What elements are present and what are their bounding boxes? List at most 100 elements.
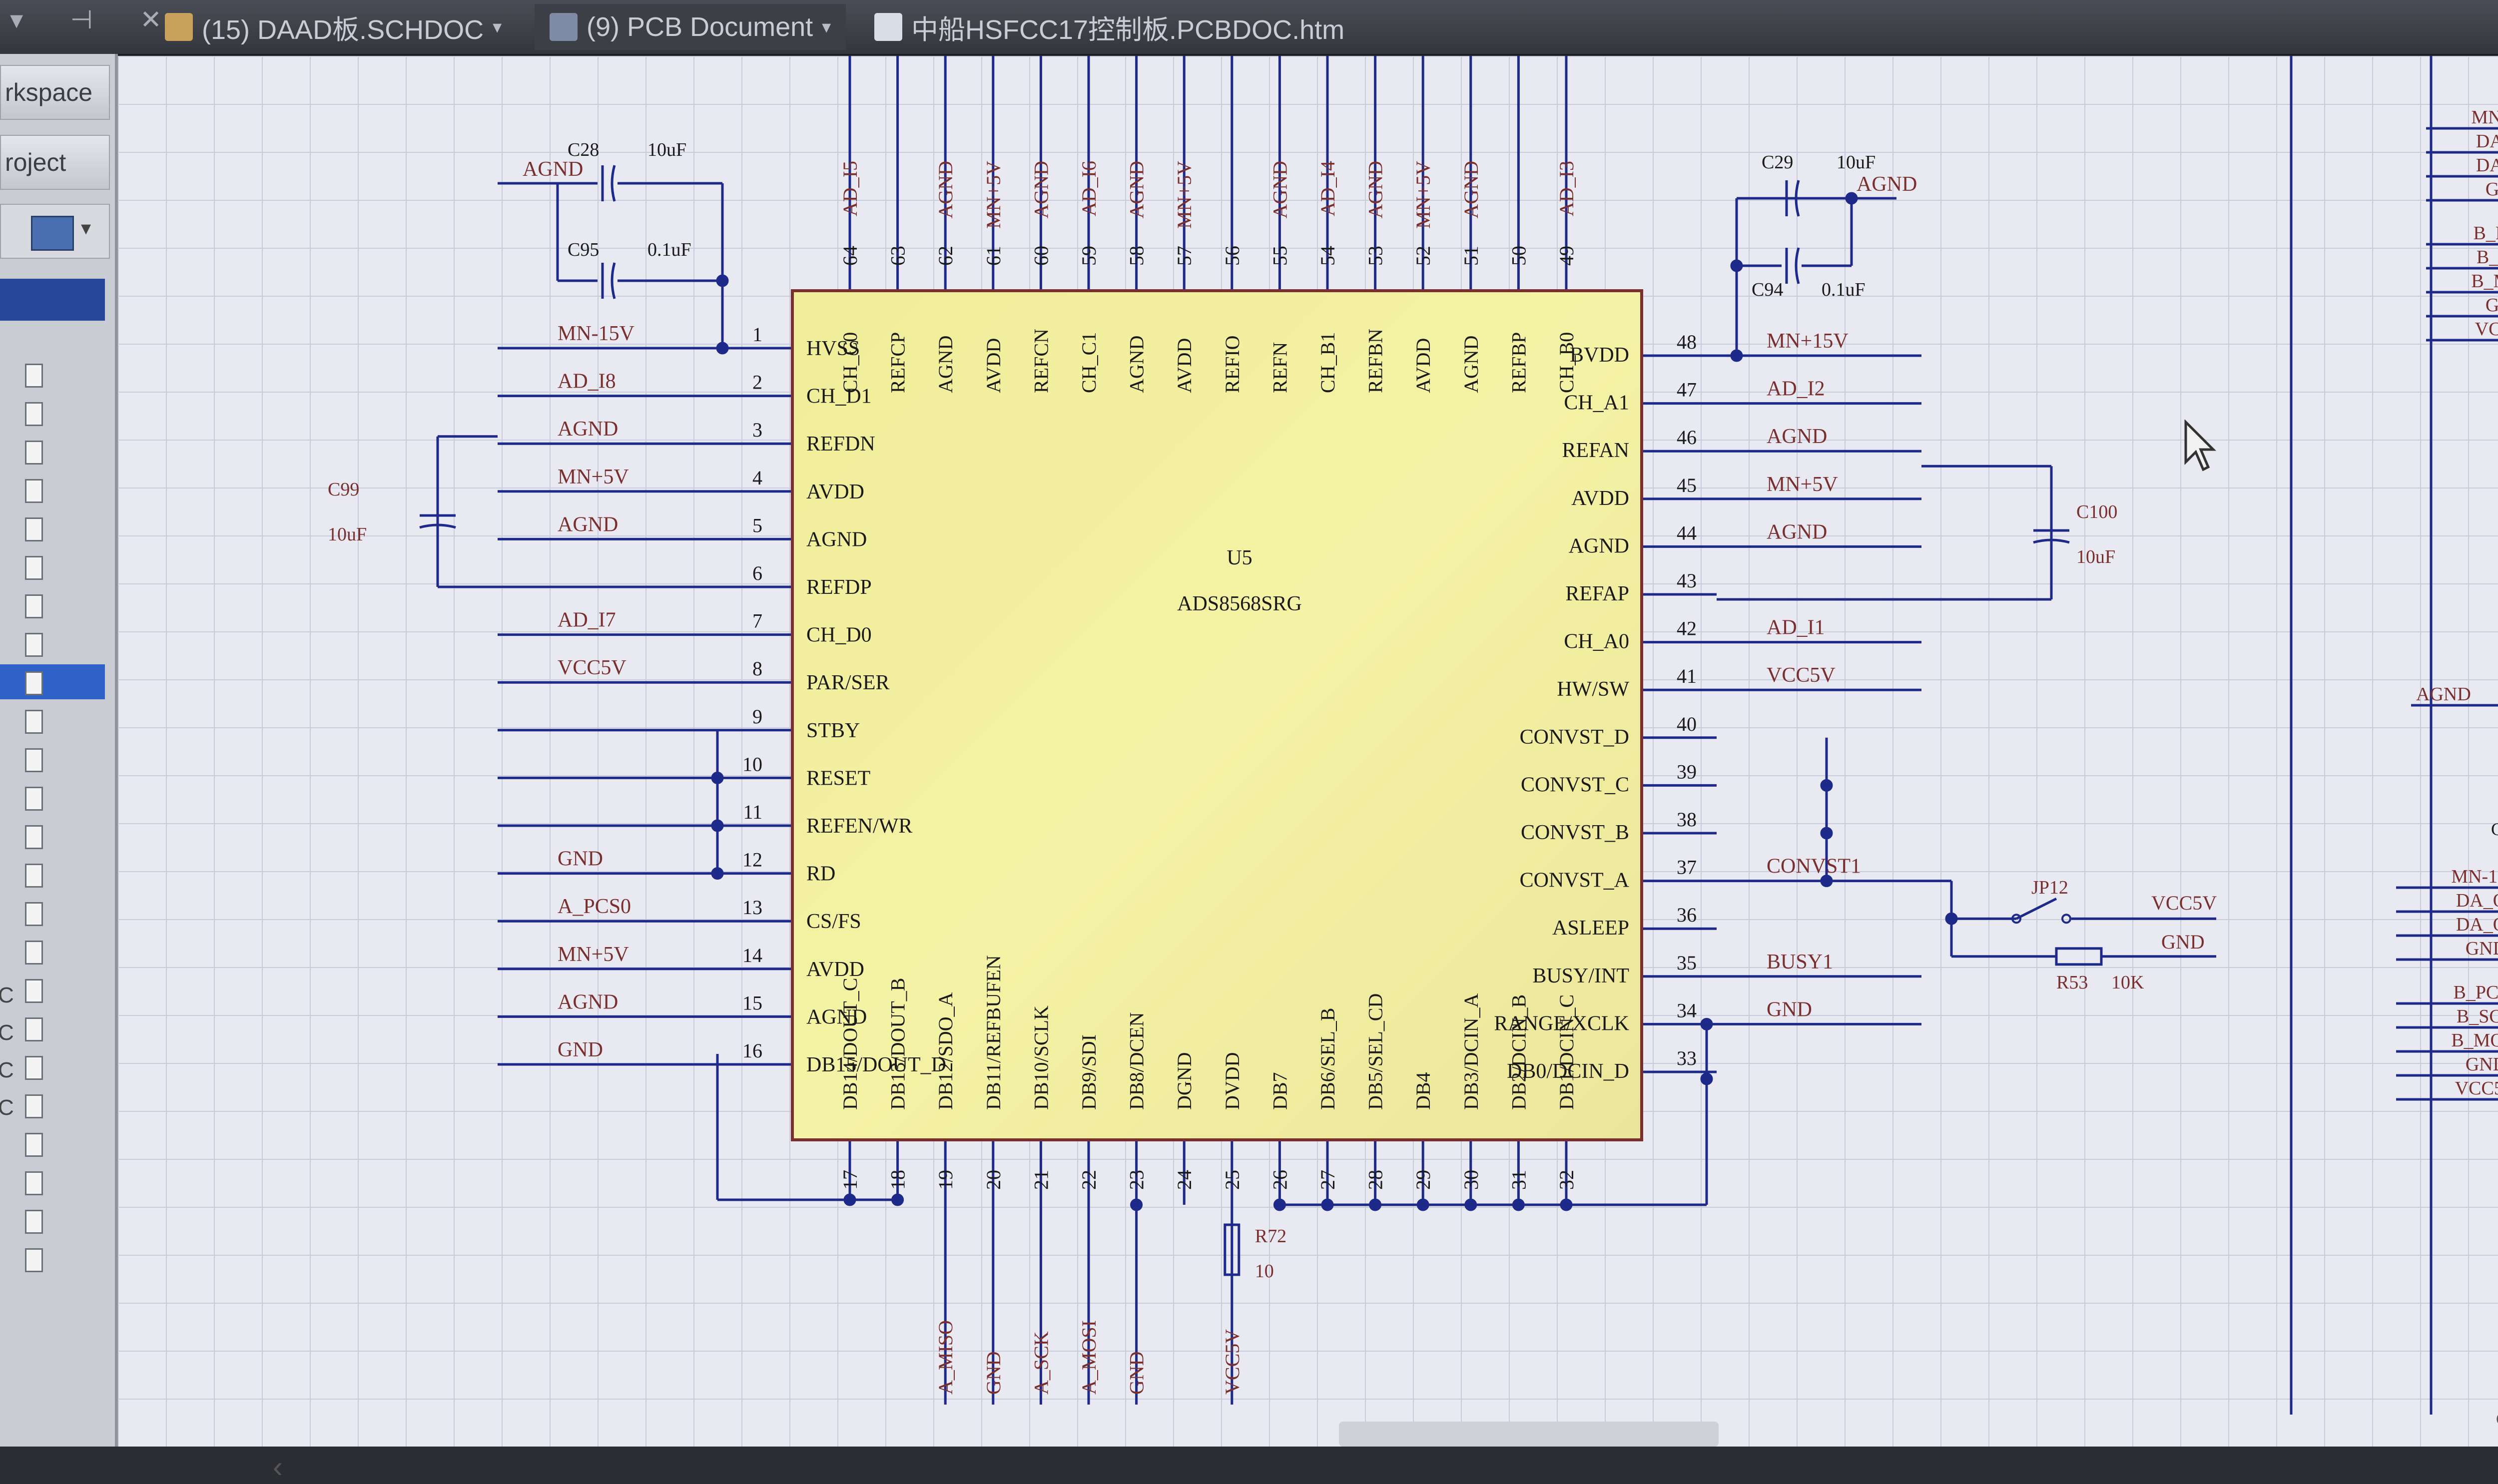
open-doc-icon[interactable]	[31, 216, 74, 251]
component-value: 0.1uF	[647, 239, 691, 260]
chevron-down-icon[interactable]: ▾	[81, 217, 91, 239]
capacitor-c28-curve	[611, 165, 616, 202]
tab-schematic[interactable]: (15) DAAD板.SCHDOC ▾	[150, 4, 517, 50]
pin-name: DGND	[1173, 1052, 1196, 1110]
junction-dot	[716, 342, 729, 355]
pin-name: DB7	[1268, 1072, 1291, 1110]
net-label: AGND	[1857, 173, 1917, 196]
component-ref: C100	[2076, 501, 2117, 522]
document-icon[interactable]	[25, 556, 43, 580]
net-label: AD_I4	[1316, 161, 1339, 216]
selected-document-row[interactable]	[0, 664, 105, 699]
pin-name: REFN	[1268, 342, 1291, 393]
component-value: 10K	[2111, 972, 2144, 993]
pin-name: REFEN/WR	[806, 815, 912, 838]
project-button[interactable]: roject	[0, 135, 110, 190]
document-icon[interactable]	[25, 1248, 43, 1272]
pin-name: REFAN	[1562, 439, 1629, 462]
pin-number: 8	[752, 657, 762, 680]
document-icon[interactable]	[25, 825, 43, 849]
window-controls[interactable]: ▾ ⊣ ✕	[10, 5, 182, 34]
junction-dot	[843, 1193, 856, 1206]
junction-dot	[1130, 1198, 1143, 1211]
pin-name: RESET	[806, 767, 870, 790]
pin-name: DB14/DOUT_C	[839, 978, 861, 1110]
pin-name: CH_D1	[806, 385, 872, 408]
document-icon[interactable]	[25, 479, 43, 503]
pin-number: 4	[752, 467, 762, 489]
pin-number: 55	[1268, 246, 1291, 266]
project-tree-header[interactable]	[0, 279, 105, 321]
document-icon[interactable]	[25, 902, 43, 926]
document-icon[interactable]	[25, 364, 43, 388]
document-icon[interactable]	[25, 1210, 43, 1234]
net-label: B_PCS1	[2454, 982, 2498, 1003]
document-icon[interactable]	[25, 979, 43, 1003]
document-icon[interactable]	[25, 1017, 43, 1041]
net-label: BUSY1	[1767, 951, 1833, 974]
net-label: A_SCK	[1030, 1331, 1052, 1395]
document-icon[interactable]	[25, 710, 43, 734]
pin-number: 11	[743, 801, 762, 823]
net-label: GND	[2466, 1054, 2498, 1075]
document-icon[interactable]	[25, 1171, 43, 1195]
pin-name: HVSS	[806, 337, 860, 360]
pin-number: 47	[1677, 379, 1697, 401]
resistor-r72	[1224, 1223, 1241, 1276]
pin-number: 51	[1460, 246, 1482, 266]
document-icon[interactable]	[25, 1056, 43, 1080]
pin-number: 54	[1316, 246, 1339, 266]
pin-number: 28	[1364, 1170, 1387, 1190]
net-label: AGND	[558, 990, 618, 1013]
net-label: AGND	[1126, 161, 1148, 219]
junction-dot	[1820, 875, 1833, 888]
net-label: GND	[2466, 938, 2498, 959]
pin-number: 2	[752, 371, 762, 394]
document-icon[interactable]	[25, 748, 43, 772]
pin-number: 7	[752, 610, 762, 632]
pin-number: 62	[934, 246, 957, 266]
document-icon[interactable]	[25, 1094, 43, 1118]
pin-name: RANGE/XCLK	[1494, 1012, 1629, 1035]
pin-number: 59	[1078, 246, 1100, 266]
net-label: VCC5V	[558, 656, 626, 679]
component-value: 0.1uF	[1822, 279, 1866, 300]
document-icon[interactable]	[25, 594, 43, 618]
component-value: 10uF	[2076, 546, 2115, 567]
document-icon[interactable]	[25, 633, 43, 657]
document-icon[interactable]	[25, 864, 43, 888]
document-icon[interactable]	[25, 517, 43, 541]
component-ref: C95	[568, 239, 599, 260]
net-label: AD_I7	[558, 609, 616, 632]
chevron-down-icon[interactable]: ▾	[493, 16, 502, 37]
workspace-button[interactable]: rkspace	[0, 65, 110, 120]
net-label: MN+5V	[1767, 473, 1838, 496]
net-label: GND	[1126, 1351, 1148, 1395]
pin-name: DB0/DCIN_D	[1507, 1060, 1629, 1083]
document-icon[interactable]	[25, 402, 43, 426]
tab-pcb-document[interactable]: (9) PCB Document ▾	[535, 4, 846, 50]
net-label: AD_I6	[1078, 161, 1100, 216]
pin-number: 23	[1126, 1170, 1148, 1190]
capacitor-c94-curve	[1795, 247, 1800, 284]
net-label: AGND	[558, 513, 618, 536]
component-ref: JP12	[2031, 877, 2068, 898]
net-label: A_MOSI	[1078, 1320, 1100, 1395]
capacitor-c95-curve	[611, 262, 616, 299]
net-label: DA_O5	[2456, 890, 2498, 911]
pin-number: 29	[1412, 1170, 1434, 1190]
document-icon[interactable]	[25, 1133, 43, 1157]
scroll-left-arrow-icon[interactable]: ‹	[273, 1450, 283, 1484]
tab-html-report[interactable]: 中船HSFCC17控制板.PCBDOC.htm	[859, 4, 1359, 50]
horizontal-scrollbar-thumb[interactable]	[1339, 1422, 1719, 1447]
chevron-down-icon[interactable]: ▾	[822, 16, 831, 37]
pin-number: 61	[982, 246, 1005, 266]
document-icon[interactable]	[25, 941, 43, 965]
document-icon[interactable]	[25, 441, 43, 465]
tab-label: (9) PCB Document	[587, 12, 813, 42]
pin-number: 37	[1677, 856, 1697, 879]
pin-name: REFIO	[1221, 335, 1244, 393]
document-icon[interactable]	[25, 787, 43, 811]
document-icon[interactable]	[25, 671, 43, 695]
